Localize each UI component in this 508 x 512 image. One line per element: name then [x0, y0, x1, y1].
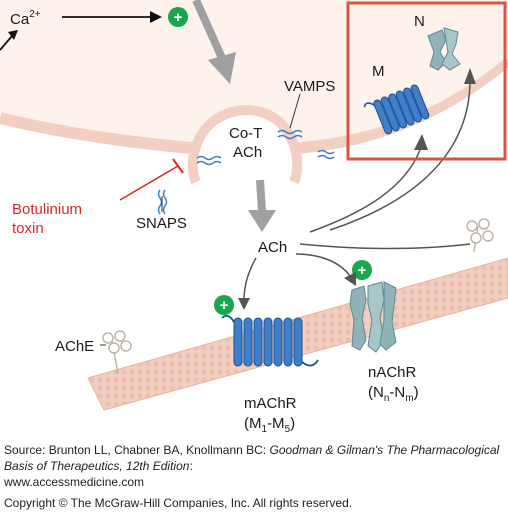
ache-enzyme-right [466, 218, 494, 253]
ach-to-presynaptic-n-arrow [329, 79, 471, 231]
machr-receptor [221, 314, 319, 367]
source-url: www.accessmedicine.com [4, 475, 145, 489]
botulinium-inhibition-bar [172, 158, 184, 174]
ca-inflow-arrow [0, 35, 13, 51]
vesicle-ach-label: ACh [233, 144, 262, 161]
presynaptic-receptor-highlight-box [346, 1, 507, 161]
ach-to-nachr-arrowhead [344, 272, 356, 286]
vesicle-transport-arrow [192, 0, 226, 60]
svg-text:+: + [358, 262, 367, 279]
snap-protein-cleft [317, 149, 335, 160]
co-t-label: Co-T [229, 125, 262, 142]
ach-release-arrowhead [248, 210, 276, 232]
n-receptor-label: N [414, 13, 425, 30]
fusing-vesicle [187, 104, 303, 185]
nachr-label: nAChR [368, 364, 417, 381]
vamp-protein-left [196, 155, 222, 166]
ach-release-arrow [256, 179, 266, 213]
source-line: Source: Brunton LL, Chabner BA, Knollman… [4, 442, 504, 474]
vamps-leader-line [289, 93, 301, 129]
ach-to-presynaptic-m-arrowhead [414, 134, 428, 150]
ach-to-machr-arrow [243, 257, 257, 301]
ach-to-presynaptic-m-arrow [309, 149, 421, 233]
svg-text:+: + [220, 297, 229, 314]
plus-badge-top: + [168, 7, 188, 27]
ach-to-ache-arrow [299, 243, 471, 250]
ach-to-presynaptic-n-arrowhead [464, 68, 476, 84]
presynaptic-n-receptor [427, 27, 461, 71]
plus-badge-machr: + [214, 295, 234, 315]
m-receptor-label: M [372, 63, 385, 80]
source-book-title: Goodman & Gilman's The Pharmacological B… [4, 443, 500, 473]
ca-label: Ca2+ [10, 9, 41, 28]
cholinergic-synapse-diagram: + + + [0, 0, 508, 435]
svg-text:+: + [174, 9, 183, 26]
source-authors: Source: Brunton LL, Chabner BA, Knollman… [4, 443, 270, 457]
source-suffix: : [189, 459, 193, 473]
botulinium-label: Botulinium [12, 201, 82, 218]
toxin-label: toxin [12, 220, 44, 237]
figure-source-citation: Source: Brunton LL, Chabner BA, Knollman… [4, 442, 504, 490]
cleft-ach-label: ACh [258, 239, 287, 256]
machr-subtype-label: (M1-M5) [244, 415, 295, 435]
snaps-label: SNAPS [136, 215, 187, 232]
nachr-subtype-label: (Nn-Nm) [368, 384, 419, 404]
vamp-protein-right [277, 129, 303, 140]
copyright-notice: Copyright © The McGraw-Hill Companies, I… [4, 496, 353, 510]
ca-inflow-arrowhead [8, 30, 18, 40]
ache-enzyme [102, 330, 132, 375]
presynaptic-m-receptor [363, 84, 430, 135]
nachr-receptor [349, 281, 397, 353]
ach-to-machr-arrowhead [238, 298, 250, 310]
botulinium-inhibition-line [119, 165, 179, 201]
vesicle-transport-arrowhead [208, 52, 236, 84]
ach-to-nachr-arrow [295, 253, 351, 277]
ache-label: AChE [55, 338, 94, 355]
plus-badge-nachr: + [352, 260, 372, 280]
ca-to-plus-arrowhead [150, 11, 162, 23]
vamps-label: VAMPS [284, 78, 335, 95]
machr-label: mAChR [244, 395, 297, 412]
